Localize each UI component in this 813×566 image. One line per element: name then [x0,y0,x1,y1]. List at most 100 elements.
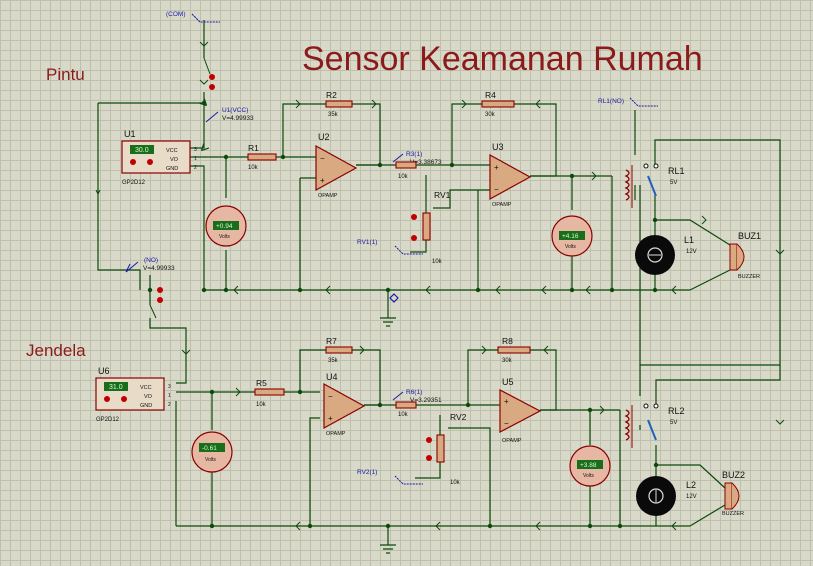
sensor-u1-pin-gnd: GND [166,166,178,172]
opamp-u4-ref: U4 [326,372,338,382]
section-label-jendela: Jendela [26,341,86,360]
svg-text:+: + [320,176,325,185]
lamp-l2-ref: L2 [686,480,696,490]
voltmeter-vm4[interactable]: +3.88 Volts [569,445,611,487]
relay-rl1-ref: RL1 [668,166,685,176]
sensor-u6-pin-vo: VO [144,394,153,400]
voltmeter-vm3-reading: -0.61 [202,445,217,452]
sensor-u1[interactable]: 30.0 VCC VO GND 3 1 2 U1 GP2D12 [121,129,197,186]
opamp-u3-ref: U3 [492,142,504,152]
sensor-u6-part: GP2D12 [96,417,120,423]
potentiometer-terminals[interactable] [411,214,432,461]
buzzer-buz2-ref: BUZ2 [722,470,745,480]
voltmeter-vm4-reading: +3.88 [580,462,597,469]
r2-ref: R2 [326,90,337,100]
sensor-u1-ref: U1 [124,129,136,139]
sensor-u6-pin-num-3: 3 [168,384,171,390]
r6-value: 10k [398,412,409,418]
voltmeter-vm1[interactable]: +0.94 Volts [205,205,247,247]
opamp-u5[interactable]: + − U5 OPAMP [499,377,542,444]
sensor-u6-pin-num-1: 1 [168,393,171,399]
r1-ref: R1 [248,143,259,153]
voltmeter-vm2[interactable]: +4.16 Volts [551,215,593,257]
probe-r3-label: R3(1) [406,151,422,158]
relay-rl1-rating: 5V [670,180,677,186]
section-label-pintu: Pintu [46,65,85,84]
voltmeter-vm2-unit: Volts [565,244,576,250]
svg-text:+: + [328,414,333,423]
svg-text:−: − [494,185,499,194]
probe-com-label: (COM) [166,11,186,18]
sensor-u6[interactable]: 31.0 VCC VO GND 3 1 2 U6 GP2D12 [95,366,171,423]
sensor-u1-display: 30.0 [135,147,149,154]
door-switch[interactable] [149,57,215,319]
voltmeter-vm1-unit: Volts [219,234,230,240]
svg-text:+: + [494,163,499,172]
r4-value: 30k [485,112,496,118]
sensor-u1-pin-num-3: 3 [194,147,197,153]
r4-ref: R4 [485,90,496,100]
probe-r6-label: R6(1) [406,389,422,396]
sensor-u1-pin-vcc: VCC [166,148,178,154]
r8-ref: R8 [502,336,513,346]
probe-u1vcc-value: V=4.99933 [222,115,254,122]
probe-rl1no-label: RL1(NO) [598,98,624,105]
probe-no-label: (NO) [144,257,158,264]
r1-value: 10k [248,165,259,171]
svg-text:−: − [320,154,325,163]
relay-rl2-ref: RL2 [668,406,685,416]
probe-r6-value: V=3.29351 [410,397,442,404]
relay-rl2-rating: 5V [670,420,677,426]
opamp-u5-type: OPAMP [502,438,522,444]
sensor-u1-pin-num-2: 2 [194,165,197,171]
r8-value: 30k [502,358,513,364]
sensor-u6-pin-gnd: GND [140,403,152,409]
r5-value: 10k [256,402,267,408]
junction-dots [147,100,659,529]
probe-rv2-label: RV2(1) [357,469,377,476]
probe-r3-value: V=3.38673 [410,159,442,166]
rv2-value: 10k [450,480,461,486]
lamp-l2[interactable]: L2 12V [636,476,697,516]
svg-text:−: − [504,419,509,428]
rv1-value: 10k [432,259,443,265]
sensor-u1-pin-num-1: 1 [194,156,197,162]
rv2-ref: RV2 [450,412,467,422]
sensor-u6-ref: U6 [98,366,110,376]
probe-rv1-label: RV1(1) [357,239,377,246]
sensor-u6-pin-num-2: 2 [168,402,171,408]
voltmeter-vm3[interactable]: -0.61 Volts [191,431,233,473]
r7-value: 35k [328,358,339,364]
buzzer-buz1[interactable]: BUZ1 BUZZER [729,231,761,280]
voltmeter-vm1-reading: +0.94 [216,223,233,230]
opamp-u4-type: OPAMP [326,431,346,437]
sensor-u6-display: 31.0 [109,384,123,391]
opamp-u5-ref: U5 [502,377,514,387]
relay-rl2[interactable]: RL2 5V [624,403,685,448]
buzzer-buz1-type: BUZZER [738,274,760,280]
probe-no-value: V=4.99933 [143,265,175,272]
opamp-u3[interactable]: + − U3 OPAMP [489,142,532,208]
lamp-l1[interactable]: L1 12V [635,235,697,275]
opamp-u3-type: OPAMP [492,202,512,208]
sensor-u6-pin-vcc: VCC [140,385,152,391]
svg-text:+: + [504,397,509,406]
lamp-l1-ref: L1 [684,235,694,245]
lamp-l1-rating: 12V [686,249,697,255]
opamp-u2[interactable]: − + U2 OPAMP [315,132,358,199]
voltmeter-vm3-unit: Volts [205,457,216,463]
wire-arrows [95,41,785,531]
resistor-bodies [247,100,531,463]
relay-rl1[interactable]: RL1 5V [624,163,685,208]
opamp-u2-ref: U2 [318,132,330,142]
buzzer-buz2[interactable]: BUZ2 BUZZER [722,470,745,517]
voltmeter-vm2-reading: +4.16 [562,233,579,240]
opamp-u2-type: OPAMP [318,193,338,199]
opamp-u4[interactable]: − + U4 OPAMP [323,372,366,437]
sensor-u1-pin-vo: VO [170,157,179,163]
probe-u1vcc-label: U1(VCC) [222,107,248,114]
r3-value: 10k [398,174,409,180]
svg-text:−: − [328,392,333,401]
